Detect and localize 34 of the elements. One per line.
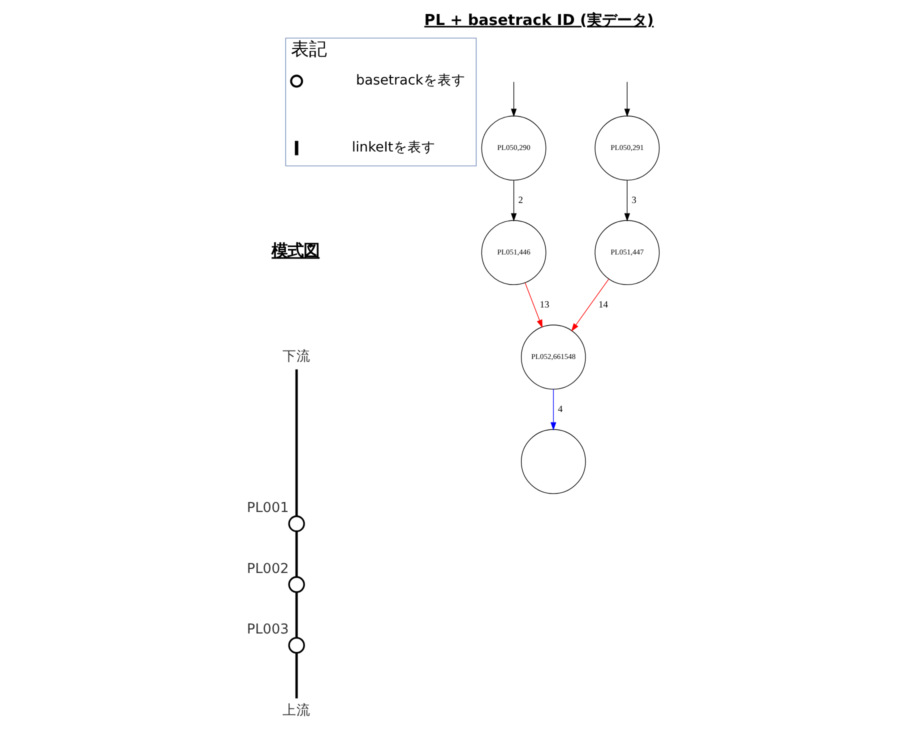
connector — [295, 592, 298, 638]
node-circle: PL052,661548 — [520, 324, 586, 390]
node-label: PL003 — [246, 622, 289, 638]
legend-label: linkeItを表す — [352, 140, 436, 156]
label: 模式図 — [272, 241, 320, 260]
node-circle: PL051,447 — [594, 220, 660, 286]
edge-label: 4 — [558, 404, 563, 416]
arrow — [624, 82, 630, 117]
arrow — [571, 278, 610, 332]
arrow — [550, 388, 556, 430]
node-circle — [288, 576, 305, 593]
edge-label: 13 — [540, 300, 550, 311]
arrow — [510, 82, 517, 117]
connector — [295, 652, 298, 698]
edge-label: 3 — [632, 195, 636, 206]
node-circle: PL051,446 — [481, 220, 546, 286]
node-label: PL001 — [246, 500, 289, 516]
connector — [295, 531, 298, 577]
connector — [295, 369, 298, 516]
legend-label: basetrackを表す — [356, 72, 466, 89]
node-circle — [520, 429, 586, 494]
edge-label: 14 — [598, 300, 608, 311]
node-text: 上流 — [282, 702, 311, 718]
arrow — [510, 180, 517, 222]
node-circle: PL050,291 — [594, 116, 660, 181]
arrow — [524, 282, 542, 328]
node-circle — [288, 636, 305, 654]
node-text: 下流 — [282, 348, 311, 365]
node-circle: PL050,290 — [481, 116, 546, 181]
edge-label: 2 — [518, 195, 524, 206]
diagram-title: PL + basetrack ID (実データ) — [424, 10, 654, 29]
node-label: PL002 — [246, 560, 289, 577]
node-circle — [288, 515, 305, 532]
arrow — [624, 180, 630, 222]
